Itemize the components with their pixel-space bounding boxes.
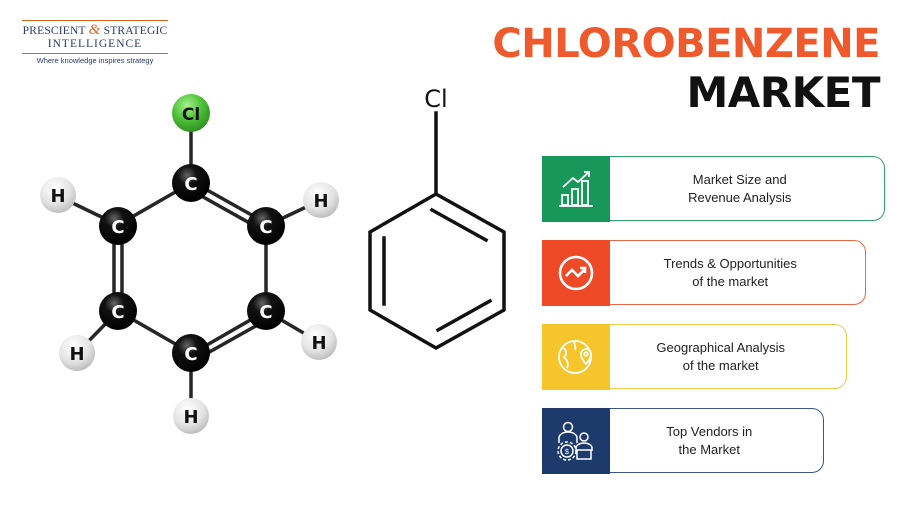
chlorine-label: Cl bbox=[424, 85, 447, 113]
svg-text:H: H bbox=[311, 333, 326, 354]
svg-text:C: C bbox=[259, 302, 272, 323]
svg-text:H: H bbox=[313, 191, 328, 212]
atom-carbon: C bbox=[99, 207, 137, 245]
svg-text:C: C bbox=[111, 302, 124, 323]
atom-carbon: C bbox=[247, 292, 285, 330]
atom-hydrogen: H bbox=[303, 182, 339, 218]
atom-hydrogen: H bbox=[40, 177, 76, 213]
logo-ampersand: & bbox=[88, 22, 101, 38]
svg-text:Cl: Cl bbox=[182, 105, 200, 125]
svg-text:$: $ bbox=[565, 449, 569, 456]
atoms: Cl C C C C C C H H H H H bbox=[40, 94, 339, 434]
logo-line2: INTELLIGENCE bbox=[47, 38, 143, 50]
atom-carbon: C bbox=[172, 334, 210, 372]
title-chlorobenzene: CHLOROBENZENE bbox=[492, 21, 880, 67]
svg-text:C: C bbox=[259, 217, 272, 238]
globe-location-pin-icon bbox=[541, 323, 610, 390]
atom-carbon: C bbox=[247, 207, 285, 245]
logo-top-rule bbox=[22, 20, 168, 21]
logo-bottom-rule bbox=[22, 53, 168, 54]
logo-tagline: Where knowledge inspires strategy bbox=[36, 56, 154, 65]
svg-text:H: H bbox=[50, 186, 65, 207]
trend-arrow-circle-icon bbox=[541, 239, 610, 306]
atom-carbon: C bbox=[172, 164, 210, 202]
title-market: MARKET bbox=[686, 68, 880, 117]
atom-hydrogen: H bbox=[173, 398, 209, 434]
svg-text:H: H bbox=[69, 344, 84, 365]
ball-and-stick-molecule: Cl C C C C C C H H H H H Cl bbox=[40, 85, 506, 434]
vendors-people-icon: $ bbox=[541, 407, 610, 474]
atom-carbon: C bbox=[99, 292, 137, 330]
bar-chart-growth-icon bbox=[541, 155, 610, 222]
company-logo: PRESCIENT & STRATEGIC INTELLIGENCE Where… bbox=[20, 20, 170, 65]
atom-chlorine: Cl bbox=[172, 94, 210, 132]
logo-word-prescient: PRESCIENT bbox=[22, 25, 86, 37]
svg-text:H: H bbox=[183, 407, 198, 428]
logo-line1: PRESCIENT & STRATEGIC bbox=[20, 23, 170, 38]
atom-hydrogen: H bbox=[59, 335, 95, 371]
skeletal-formula bbox=[368, 111, 506, 351]
svg-text:C: C bbox=[111, 217, 124, 238]
svg-text:C: C bbox=[184, 174, 197, 195]
svg-text:C: C bbox=[184, 344, 197, 365]
atom-hydrogen: H bbox=[301, 324, 337, 360]
logo-word-strategic: STRATEGIC bbox=[103, 25, 168, 37]
